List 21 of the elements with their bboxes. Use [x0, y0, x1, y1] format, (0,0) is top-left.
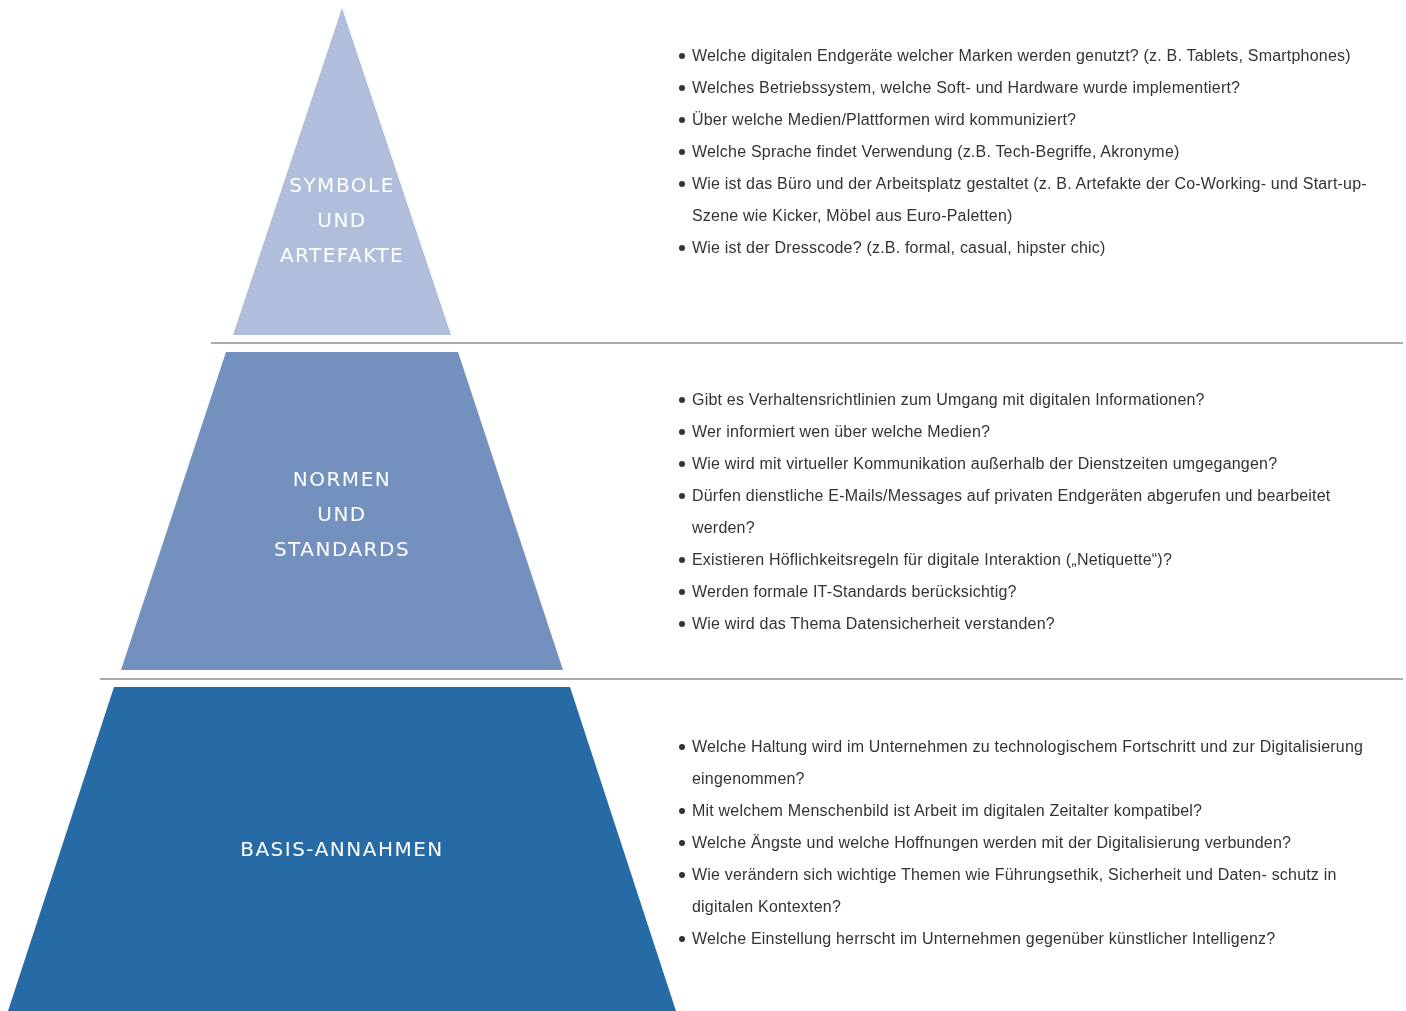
question-text: Welches Betriebssystem, welche Soft- und Hardware wurde implementiert?: [692, 78, 1242, 98]
question-text: Wie ist das Büro und der Arbeitsplatz gestaltet (z. B. Artefakte der Co-Working- und Start-up-Szene wie Kicker, Möbel aus Euro-Paletten): [692, 174, 1368, 226]
question-text: Welche Sprache findet Verwendung (z.B. Tech-Begriffe, Akronyme): [692, 142, 1181, 162]
question-text: Wie wird mit virtueller Kommunikation außerhalb der Dienstzeiten umgegangen?: [692, 454, 1279, 474]
question-text: Wie verändern sich wichtige Themen wie Führungsethik, Sicherheit und Daten- schutz in digitalen Kontexten?: [692, 865, 1338, 917]
question-text: Wie wird das Thema Datensicherheit verstanden?: [692, 614, 1056, 634]
question-text: Welche Ängste und welche Hoffnungen werden mit der Digitalisierung verbunden?: [692, 833, 1293, 853]
tier-label: BASIS-ANNAHMEN: [240, 835, 444, 863]
question-text: Gibt es Verhaltensrichtlinien zum Umgang mit digitalen Informationen?: [692, 390, 1206, 410]
question-text: Welche digitalen Endgeräte welcher Marken werden genutzt? (z. B. Tablets, Smartphones): [692, 46, 1352, 66]
tier-label: NORMEN UND STANDARDS: [273, 465, 411, 563]
tier-label: SYMBOLE UND ARTEFAKTE: [279, 171, 405, 269]
question-text: Welche Haltung wird im Unternehmen zu technologischem Fortschritt und zur Digitalisierung eingenommen?: [692, 737, 1365, 789]
question-text: Werden formale IT-Standards berücksichtig?: [692, 582, 1018, 602]
question-text: Über welche Medien/Plattformen wird kommuniziert?: [692, 110, 1078, 130]
question-text: Wie ist der Dresscode? (z.B. formal, casual, hipster chic): [692, 238, 1107, 258]
question-text: Dürfen dienstliche E-Mails/Messages auf privaten Endgeräten abgerufen und bearbeitet werden?: [692, 486, 1332, 538]
question-text: Welche Einstellung herrscht im Unternehmen gegenüber künstlicher Intelligenz?: [692, 929, 1277, 949]
question-text: Mit welchem Menschenbild ist Arbeit im digitalen Zeitalter kompatibel?: [692, 801, 1204, 821]
question-text: Existieren Höflichkeitsregeln für digitale Interaktion („Netiquette“)?: [692, 550, 1173, 570]
question-text: Wer informiert wen über welche Medien?: [692, 422, 992, 442]
